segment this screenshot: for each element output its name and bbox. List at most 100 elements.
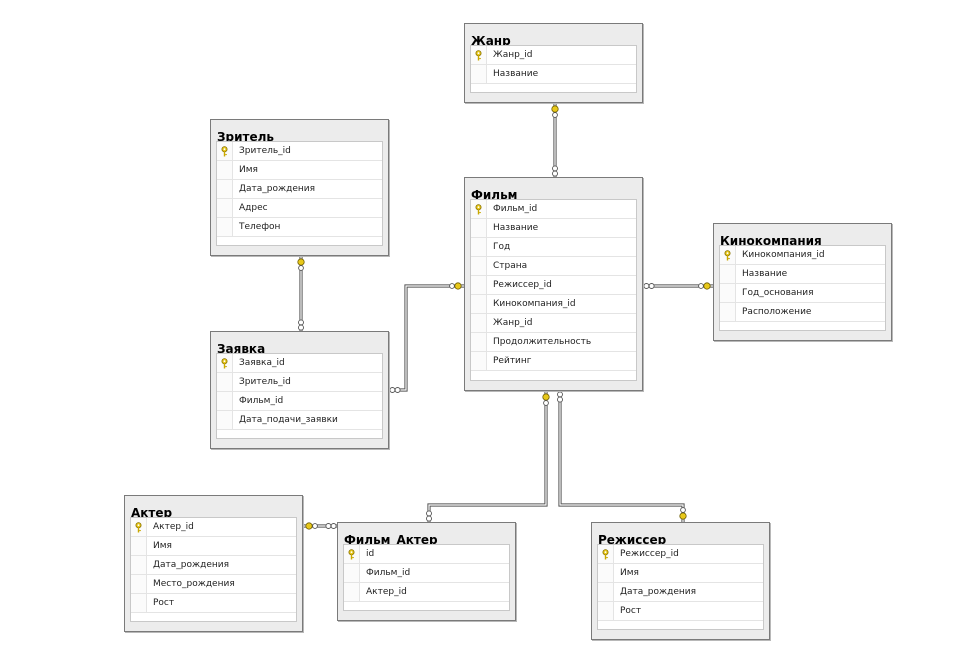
table-title[interactable]: Фильм_Актер [344,533,438,547]
column-row[interactable]: Имя [598,564,763,583]
row-selector [598,602,614,620]
column-row[interactable]: Название [471,65,636,84]
one-end-key-icon [703,282,711,290]
table-title[interactable]: Зритель [217,130,274,144]
empty-row [720,322,885,332]
column-row[interactable]: Зритель_id [217,373,382,392]
column-row[interactable]: Место_рождения [131,575,296,594]
column-row[interactable]: id [344,545,509,564]
row-selector [598,545,614,563]
column-name: Адрес [239,203,268,213]
column-row[interactable]: Год [471,238,636,257]
relationship-film-zayavka[interactable] [389,284,464,392]
one-end-ring [698,283,704,289]
many-end-infinity-icon [643,283,650,289]
column-row[interactable]: Заявка_id [217,354,382,373]
column-name: Зритель_id [239,377,291,387]
column-row[interactable]: Режиссер_id [471,276,636,295]
column-row[interactable]: Дата_рождения [217,180,382,199]
column-name: Кинокомпания_id [742,250,825,260]
row-selector [217,180,233,198]
column-name: Расположение [742,307,812,317]
one-end-key-icon [305,522,313,530]
column-row[interactable]: Адрес [217,199,382,218]
column-row[interactable]: Год_основания [720,284,885,303]
one-end-ring [298,265,304,271]
column-row[interactable]: Имя [217,161,382,180]
column-row[interactable]: Рейтинг [471,352,636,371]
column-name: Рейтинг [493,356,532,366]
one-end-ring [449,283,455,289]
column-name: Заявка_id [239,358,285,368]
relationship-rezhisser-film[interactable] [558,391,685,522]
column-row[interactable]: Фильм_id [344,564,509,583]
key-icon [135,521,142,532]
empty-row [598,621,763,631]
key-icon [348,548,355,559]
row-selector [471,65,487,83]
column-row[interactable]: Кинокомпания_id [471,295,636,314]
column-name: Место_рождения [153,579,235,589]
column-row[interactable]: Название [720,265,885,284]
table-title[interactable]: Жанр [471,34,511,48]
column-row[interactable]: Продолжительность [471,333,636,352]
row-selector [471,219,487,237]
column-name: Имя [153,541,172,551]
column-name: Фильм_id [366,568,411,578]
column-row[interactable]: Рост [598,602,763,621]
table-title[interactable]: Актер [131,506,173,520]
column-name: Продолжительность [493,337,592,347]
key-icon [221,357,228,368]
column-name: Фильм_id [239,396,284,406]
column-name: Дата_рождения [620,587,697,597]
column-row[interactable]: Актер_id [344,583,509,602]
column-row[interactable]: Рост [131,594,296,613]
column-name: Название [493,69,539,79]
empty-row [471,84,636,94]
column-row[interactable]: Жанр_id [471,46,636,65]
column-row[interactable]: Зритель_id [217,142,382,161]
relationship-film-film_akter[interactable] [427,391,548,522]
table-title[interactable]: Кинокомпания [720,234,822,248]
relationship-film-film_akter-inner [428,391,547,522]
column-row[interactable]: Фильм_id [471,200,636,219]
column-name: Название [742,269,788,279]
row-selector [598,583,614,601]
table-title[interactable]: Заявка [217,342,266,356]
table-title[interactable]: Фильм [471,188,518,202]
many-end-infinity-icon [389,387,396,393]
row-selector [131,537,147,555]
column-row[interactable]: Страна [471,257,636,276]
column-row[interactable]: Дата_подачи_заявки [217,411,382,430]
column-row[interactable]: Кинокомпания_id [720,246,885,265]
column-name: Актер_id [366,587,407,597]
column-row[interactable]: Название [471,219,636,238]
column-name: Фильм_id [493,204,538,214]
column-row[interactable]: Актер_id [131,518,296,537]
column-row[interactable]: Дата_рождения [598,583,763,602]
row-selector [471,200,487,218]
column-row[interactable]: Имя [131,537,296,556]
column-row[interactable]: Режиссер_id [598,545,763,564]
column-row[interactable]: Фильм_id [217,392,382,411]
many-end-infinity-icon [557,396,563,403]
column-row[interactable]: Расположение [720,303,885,322]
column-row[interactable]: Дата_рождения [131,556,296,575]
key-icon [602,548,609,559]
empty-row [217,237,382,247]
column-row[interactable]: Телефон [217,218,382,237]
column-row[interactable]: Жанр_id [471,314,636,333]
table-title[interactable]: Режиссер [598,533,667,547]
many-end-infinity-icon [648,283,655,289]
